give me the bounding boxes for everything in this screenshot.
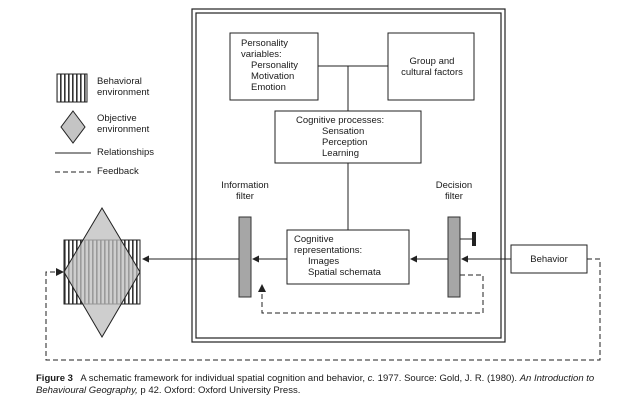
- information-filter-bar: [238, 216, 252, 298]
- legend-behavioral-swatch: [56, 73, 88, 103]
- individual-frame-outer: [191, 8, 506, 343]
- caption-book-title: An Introduction to Behavioural Geography…: [36, 373, 595, 396]
- legend-objective-label: Objective environment: [97, 113, 150, 135]
- decision-filter-tab: [472, 232, 476, 246]
- feedback-loop-inner: [261, 274, 484, 314]
- caption-text-1: A schematic framework for individual spa…: [80, 373, 365, 384]
- caption-figure-number: Figure 3: [36, 373, 73, 384]
- caption-text-2: 1977. Source: Gold, J. R. (1980).: [377, 373, 518, 384]
- legend-relationships-label: Relationships: [97, 147, 155, 158]
- group-box-text: Group and cultural factors: [401, 56, 463, 78]
- cognitive-processes-text: Cognitive processes: Sensation Perceptio…: [296, 115, 385, 159]
- legend-behavioral-label: Behavioral environment: [97, 76, 150, 98]
- decision-filter-label: Decision filter: [435, 180, 473, 202]
- caption-text-3: p 42. Oxford: Oxford University Press.: [140, 385, 301, 396]
- personality-box: [229, 32, 319, 101]
- behavior-box: [510, 244, 588, 274]
- cognitive-representations-box: [286, 229, 410, 285]
- legend-feedback-label: Feedback: [97, 166, 139, 177]
- cognitive-representations-text: Cognitive representations: Images Spatia…: [294, 234, 381, 278]
- individual-frame-inner: [195, 12, 502, 339]
- figure-caption: Figure 3 A schematic framework for indiv…: [36, 373, 636, 397]
- behavior-box-text: Behavior: [530, 254, 568, 265]
- objective-environment-diamond: [63, 207, 141, 338]
- decision-filter-bar: [447, 216, 461, 298]
- information-filter-label: Information filter: [221, 180, 269, 202]
- personality-box-text: Personality variables: Personality Motiv…: [241, 38, 298, 93]
- feedback-loop-outer: [45, 258, 601, 361]
- caption-circa: c.: [367, 373, 376, 384]
- legend-objective-swatch: [60, 110, 86, 144]
